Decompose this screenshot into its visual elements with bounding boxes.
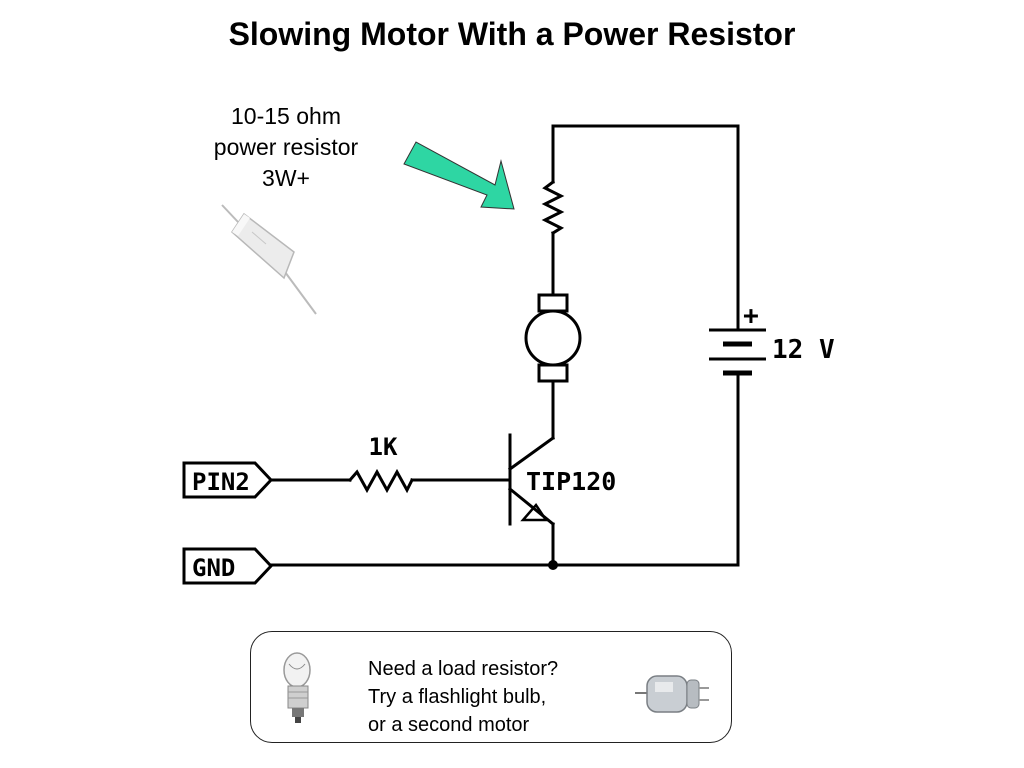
load-tip-line-3: or a second motor <box>368 714 530 736</box>
transistor-label: TIP120 <box>526 467 616 496</box>
pin2-port <box>182 461 274 499</box>
motor-symbol <box>524 309 582 367</box>
flashlight-bulb-icon <box>283 652 311 723</box>
battery-symbol <box>709 328 766 376</box>
gnd-label: GND <box>192 554 235 582</box>
battery-label: 12 V <box>772 335 835 365</box>
note-line-3: 3W+ <box>262 165 310 191</box>
emitter-arrow <box>520 502 549 522</box>
pointer-arrow-icon <box>403 141 515 210</box>
battery-plus: + <box>743 301 759 331</box>
load-tip-line-1: Need a load resistor? <box>368 658 559 680</box>
ground-junction <box>548 560 558 570</box>
power-resistor-note: 10-15 ohm power resistor 3W+ <box>196 101 376 194</box>
dc-motor-icon <box>635 675 709 713</box>
base-resistor-label: 1K <box>369 433 398 461</box>
load-tip-text: Need a load resistor? Try a flashlight b… <box>368 655 558 739</box>
load-tip-line-2: Try a flashlight bulb, <box>368 686 547 708</box>
page-title: Slowing Motor With a Power Resistor <box>228 16 796 52</box>
pin2-label: PIN2 <box>192 468 250 496</box>
power-resistor-symbol <box>541 179 565 236</box>
load-tip-box: Need a load resistor? Try a flashlight b… <box>250 631 732 743</box>
gnd-port <box>182 547 274 585</box>
note-line-2: power resistor <box>213 134 359 160</box>
note-line-1: 10-15 ohm <box>231 103 341 129</box>
base-resistor-symbol <box>347 468 415 494</box>
power-resistor-photo-icon <box>221 204 317 315</box>
